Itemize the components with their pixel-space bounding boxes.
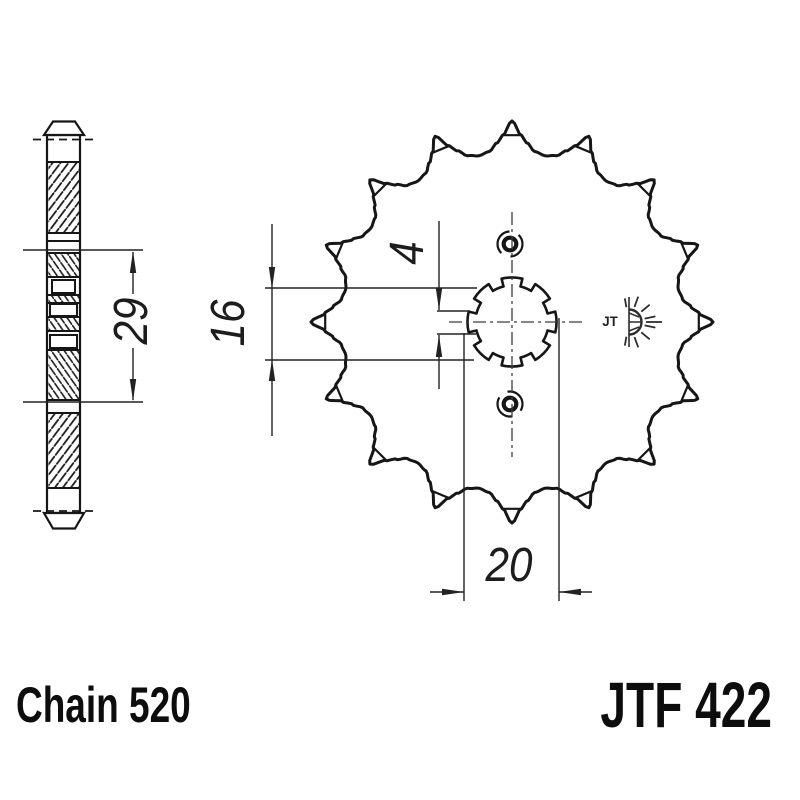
arrowhead-up: [129, 251, 137, 273]
logo-ray: [640, 331, 651, 341]
dimension-20: 20: [430, 318, 592, 601]
logo-ray: [623, 336, 628, 346]
arrowhead-up: [268, 359, 276, 381]
extension-lines: [463, 318, 560, 601]
hatch-band: [48, 295, 79, 303]
side-view: [33, 120, 95, 530]
logo-ray: [640, 303, 651, 313]
hatch-band: [48, 253, 79, 277]
dimension-16: 16: [200, 224, 477, 436]
arrowhead-left: [559, 588, 581, 596]
hatch-band: [48, 317, 79, 331]
arrowhead-down: [435, 288, 443, 310]
logo-ray: [644, 315, 656, 320]
logo-ray: [633, 336, 640, 348]
bolt-hole-top-inner: [501, 235, 519, 253]
dimension-label: 4: [379, 241, 433, 264]
bolt-hole-bottom-inner: [501, 395, 519, 413]
arrowhead-right: [442, 588, 464, 596]
tooth-section-bottom: [42, 511, 86, 530]
part-number-label: JTF 422: [600, 670, 772, 741]
hatch-band: [48, 162, 79, 233]
extension-lines: [23, 249, 143, 403]
logo-sun-face-lines: [628, 312, 642, 332]
hatch-band: [48, 351, 79, 400]
front-view: JT: [309, 119, 715, 525]
chain-label: Chain 520: [16, 678, 191, 734]
dimension-label: 16: [200, 299, 254, 347]
jt-logo: JT: [602, 296, 662, 348]
dimension-label: 20: [485, 537, 533, 591]
logo-monogram: JT: [602, 314, 618, 329]
spline-slot-sections: [49, 279, 78, 349]
arrowhead-down: [129, 379, 137, 401]
tooth-tip-chamfers: [324, 134, 700, 510]
hatch-band: [48, 413, 79, 488]
dimension-29: 29: [23, 249, 157, 403]
arrowhead-down: [268, 267, 276, 289]
logo-ray: [633, 296, 640, 308]
logo-ray: [623, 298, 628, 308]
dimension-label: 29: [103, 298, 157, 346]
arrowhead-up: [435, 335, 443, 357]
spline-bore: [466, 276, 558, 368]
dimension-4: 4: [379, 221, 476, 389]
logo-ray: [644, 324, 656, 329]
logo-sun-rays: [623, 296, 662, 348]
tooth-section-top: [41, 120, 87, 137]
extension-lines: [437, 310, 476, 335]
